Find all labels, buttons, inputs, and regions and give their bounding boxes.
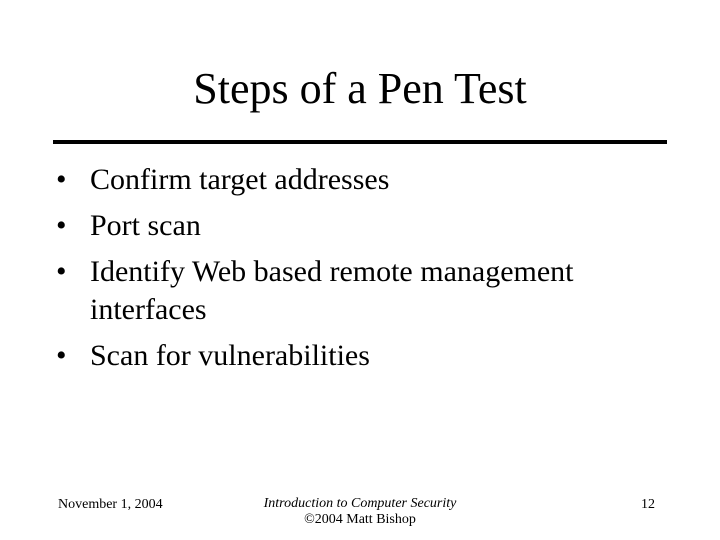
bullet-text: Port scan: [90, 209, 201, 242]
bullet-icon: •: [56, 339, 67, 372]
bullet-item: • Scan for vulnerabilities: [0, 337, 660, 375]
bullet-item: • Confirm target addresses: [0, 161, 660, 199]
footer-page-number: 12: [641, 497, 655, 512]
bullet-text: Confirm target addresses: [90, 163, 390, 196]
bullet-text: Identify Web based remote management int…: [90, 255, 574, 326]
bullet-icon: •: [56, 209, 67, 242]
footer-date: November 1, 2004: [58, 497, 163, 512]
footer-course-info: Introduction to Computer Security ©2004 …: [0, 496, 720, 528]
bullet-item: • Identify Web based remote management i…: [0, 253, 660, 329]
footer-copyright: ©2004 Matt Bishop: [304, 512, 416, 527]
bullet-icon: •: [56, 255, 67, 288]
bullet-icon: •: [56, 163, 67, 196]
title-divider-rule: [53, 140, 667, 144]
bullet-text: Scan for vulnerabilities: [90, 339, 370, 372]
bullet-list: • Confirm target addresses • Port scan •…: [0, 161, 660, 383]
footer-course-title: Introduction to Computer Security: [263, 496, 457, 511]
slide-title: Steps of a Pen Test: [193, 64, 527, 113]
bullet-item: • Port scan: [0, 207, 660, 245]
